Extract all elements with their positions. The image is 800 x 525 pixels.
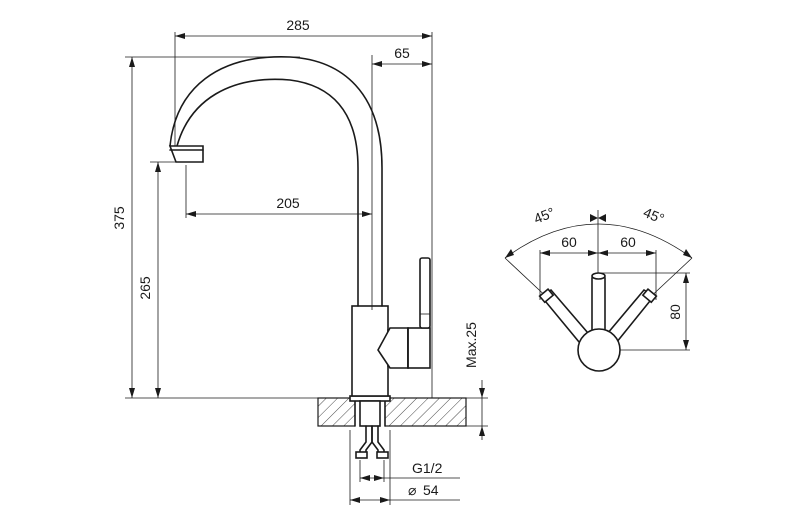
diameter-symbol: ⌀ [408, 482, 416, 498]
side-dimensions: 285 65 375 265 205 Max.25 G1/2 [111, 17, 488, 505]
dim-angle-left: 45° [531, 204, 557, 227]
dim-angle-right: 45° [641, 204, 667, 227]
handle-top-view: 60 60 80 45° 45° [504, 204, 693, 372]
dim-spout-reach: 205 [276, 195, 300, 211]
dim-spout-height: 265 [137, 276, 153, 300]
dim-height-total: 375 [111, 206, 127, 230]
side-view [168, 56, 467, 459]
handle-center-position [591, 272, 606, 337]
countertop [317, 396, 467, 428]
lever-handle [419, 257, 431, 329]
mounting-shank [349, 395, 391, 427]
dim-thread: G1/2 [412, 460, 443, 476]
dim-base-diameter: 54 [423, 482, 439, 498]
supply-hoses [355, 425, 389, 459]
dim-handle-offset-right: 60 [620, 234, 636, 250]
dim-handle-offset-left: 60 [561, 234, 577, 250]
lever-housing [377, 327, 431, 369]
dim-handle-height: 80 [667, 304, 683, 320]
base-circle [577, 328, 621, 372]
spout [168, 56, 383, 307]
dim-spout-offset: 65 [394, 45, 410, 61]
dim-width-total: 285 [286, 17, 310, 33]
dim-counter-thickness: Max.25 [463, 322, 479, 368]
